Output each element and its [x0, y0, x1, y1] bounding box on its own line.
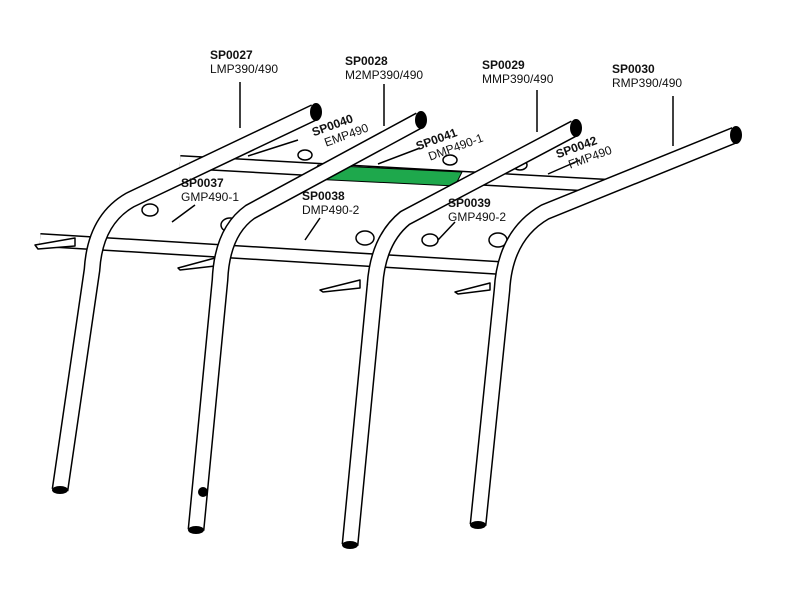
part-code: SP0027	[210, 48, 253, 62]
pole-2	[187, 112, 425, 531]
part-name: MMP390/490	[482, 72, 554, 86]
part-code: SP0030	[612, 62, 655, 76]
part-name: M2MP390/490	[345, 68, 424, 82]
pole-3	[341, 120, 579, 546]
pole-1	[51, 104, 319, 492]
part-name: LMP390/490	[210, 62, 279, 76]
part-code: SP0038	[302, 189, 345, 203]
part-name: RMP390/490	[612, 76, 683, 90]
part-name: GMP490-2	[448, 210, 507, 224]
part-code: SP0028	[345, 54, 388, 68]
part-name: DMP490-2	[302, 203, 360, 217]
pole-4	[469, 127, 739, 526]
pole-ends	[52, 103, 742, 549]
part-code: SP0039	[448, 196, 491, 210]
leader-lines	[171, 82, 674, 241]
tabs	[34, 237, 491, 295]
part-name: GMP490-1	[181, 190, 240, 204]
part-code: SP0037	[181, 176, 224, 190]
clamps	[141, 149, 528, 248]
rail-front	[39, 233, 501, 275]
part-code: SP0029	[482, 58, 525, 72]
